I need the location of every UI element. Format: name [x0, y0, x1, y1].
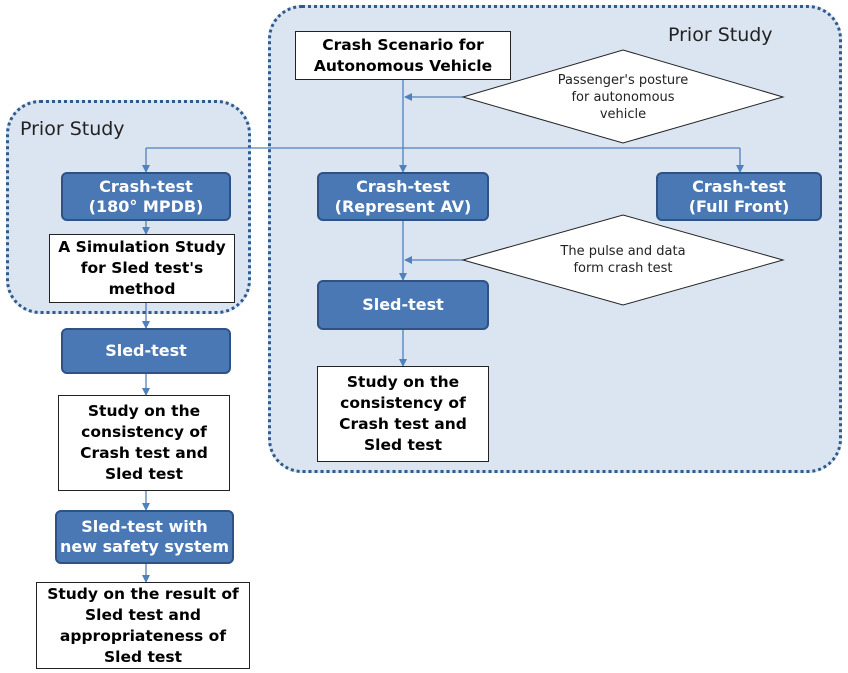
pulse-line-2: form crash test	[573, 261, 673, 276]
crash-mpdb-line-2: (180° MPDB)	[88, 196, 204, 216]
posture-line-3: vehicle	[599, 106, 647, 122]
crash-av-line-1: Crash-test	[356, 176, 450, 196]
study-result-line-4: Sled test	[103, 647, 183, 666]
simulation-line-3: method	[108, 280, 176, 298]
pulse-line-1: The pulse and data	[560, 244, 686, 259]
study-result-line-2: Sled test and	[84, 605, 202, 624]
crash-mpdb-line-1: Crash-test	[99, 176, 193, 196]
crash-av-line-2: (Represent AV)	[334, 196, 472, 216]
study-left-line-2: consistency of	[81, 423, 207, 441]
simulation-line-2: for Sled test's	[80, 259, 204, 277]
pulse-diamond-text: The pulse and data form crash test	[533, 241, 713, 279]
sled-test-left-label: Sled-test	[105, 341, 187, 360]
study-consistency-right: Study on the consistency of Crash test a…	[317, 366, 489, 462]
posture-diamond-text: Passenger's posture for autonomous vehic…	[533, 70, 713, 124]
crash-test-mpdb: Crash-test (180° MPDB)	[61, 172, 231, 221]
crash-scenario-box: Crash Scenario for Autonomous Vehicle	[295, 31, 511, 80]
prior-study-label-left: Prior Study	[20, 118, 125, 140]
study-result-line-3: appropriateness of	[59, 626, 227, 645]
posture-diamond	[461, 49, 785, 144]
study-right-line-1: Study on the	[346, 373, 460, 391]
posture-line-2: for autonomous	[571, 89, 675, 105]
sled-new-line-1: Sled-test with	[81, 517, 208, 536]
study-result-box: Study on the result of Sled test and app…	[36, 582, 250, 669]
crash-scenario-line-2: Autonomous Vehicle	[313, 56, 493, 75]
study-left-line-3: Crash test and	[80, 444, 208, 462]
crash-scenario-line-1: Crash Scenario for	[322, 35, 484, 54]
sled-new-line-2: new safety system	[59, 537, 230, 556]
study-right-line-3: Crash test and	[339, 415, 467, 433]
sled-test-new-safety: Sled-test with new safety system	[55, 510, 234, 564]
crash-test-represent-av: Crash-test (Represent AV)	[317, 172, 489, 221]
sled-test-right: Sled-test	[317, 280, 489, 330]
study-result-line-1: Study on the result of	[47, 584, 239, 603]
simulation-study-box: A Simulation Study for Sled test's metho…	[49, 234, 235, 303]
prior-study-label-right: Prior Study	[668, 24, 773, 46]
study-right-line-4: Sled test	[363, 436, 443, 454]
posture-line-1: Passenger's posture	[557, 72, 689, 88]
study-left-line-1: Study on the	[87, 402, 201, 420]
crash-full-line-2: (Full Front)	[688, 196, 790, 216]
sled-test-right-label: Sled-test	[362, 295, 444, 314]
pulse-diamond	[461, 214, 785, 306]
sled-test-left: Sled-test	[61, 328, 231, 374]
crash-test-full-front: Crash-test (Full Front)	[656, 172, 822, 221]
simulation-line-1: A Simulation Study	[58, 238, 226, 256]
study-consistency-left: Study on the consistency of Crash test a…	[58, 395, 230, 491]
crash-full-line-1: Crash-test	[692, 176, 786, 196]
study-left-line-4: Sled test	[104, 465, 184, 483]
study-right-line-2: consistency of	[340, 394, 466, 412]
